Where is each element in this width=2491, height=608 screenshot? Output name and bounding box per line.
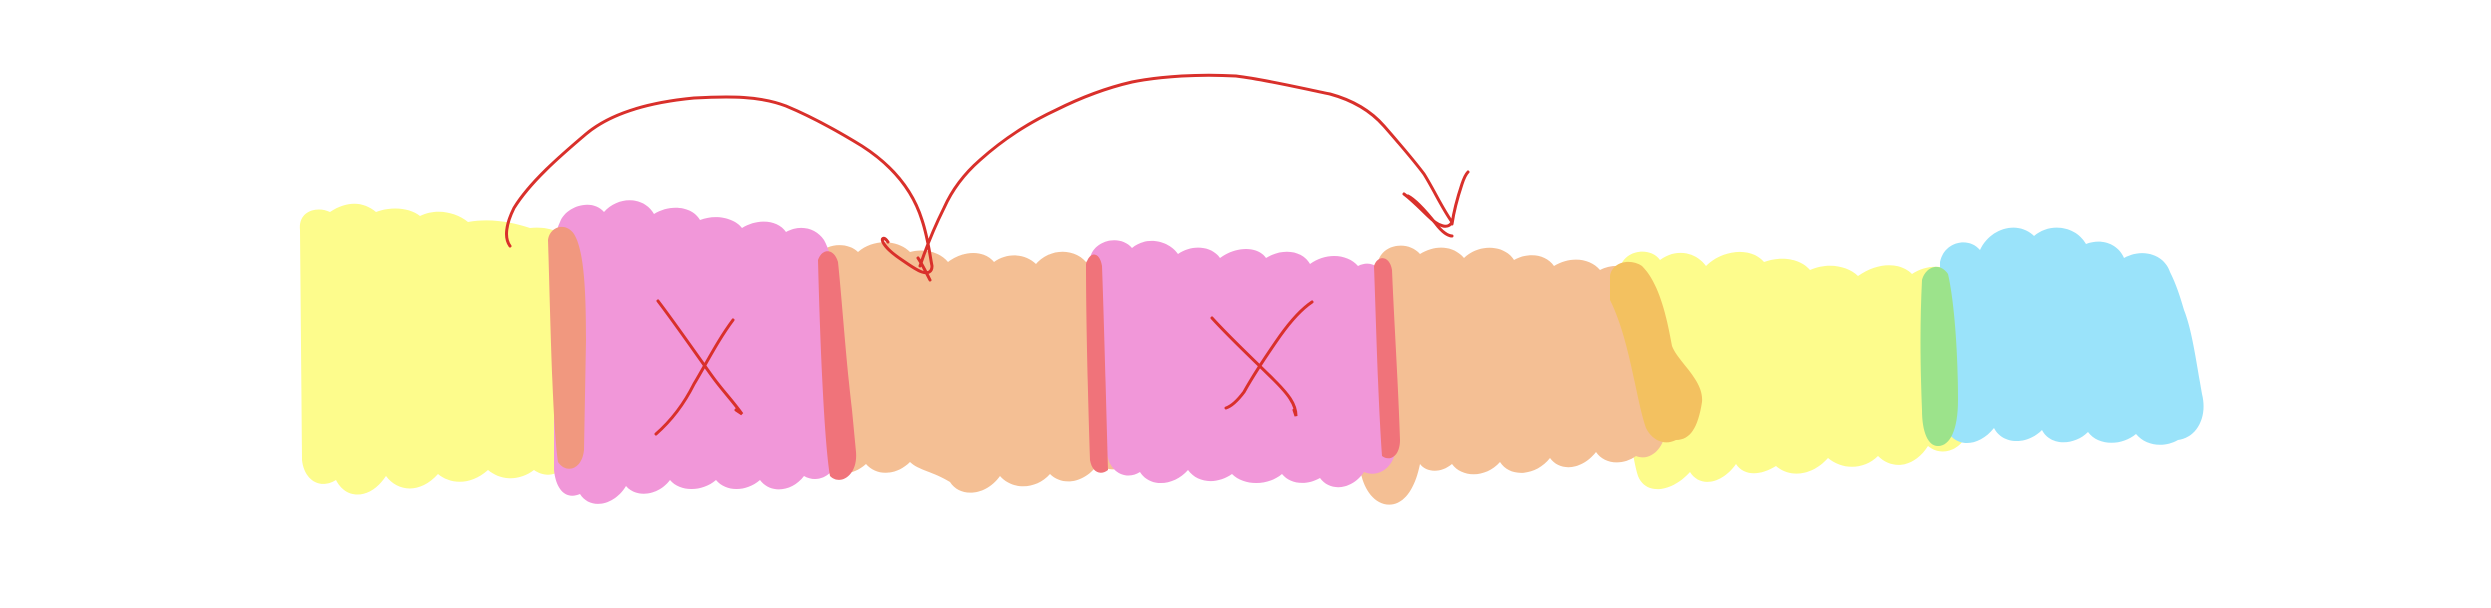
overlap-salmon <box>548 226 586 469</box>
arrow-skip-right-curve <box>918 73 1454 268</box>
cross-mark-right <box>1210 300 1314 417</box>
arrow-skip-right-head-2 <box>1406 194 1454 238</box>
arrow-skip-right-head <box>1450 170 1470 226</box>
cross-mark-right-stroke-2 <box>1224 300 1314 410</box>
cross-mark-left-stroke-2 <box>654 318 735 436</box>
peach-block-right <box>1360 245 1667 505</box>
arrow-skip-left-curve <box>505 95 934 275</box>
cross-mark-right-stroke-1 <box>1210 316 1298 417</box>
pink-block-left <box>554 200 840 504</box>
pink-block-right <box>1090 240 1396 488</box>
cross-mark-left <box>654 299 744 436</box>
highlight-blocks <box>299 200 2204 505</box>
yellow-block-left <box>299 203 574 495</box>
overlap-red-left <box>818 251 857 480</box>
overlap-green <box>1920 266 1958 446</box>
yellow-block-right <box>1620 251 1966 490</box>
arrow-skip-right <box>918 73 1470 268</box>
overlap-red-right <box>1374 258 1400 459</box>
peach-block-middle <box>816 242 1140 493</box>
cross-mark-left-stroke-1 <box>656 299 744 416</box>
overlap-orange <box>1610 261 1703 443</box>
arrow-skip-left <box>505 95 934 282</box>
overlap-red-center <box>1086 254 1108 473</box>
blue-block <box>1940 227 2204 445</box>
arrow-skip-left-head <box>916 256 932 282</box>
